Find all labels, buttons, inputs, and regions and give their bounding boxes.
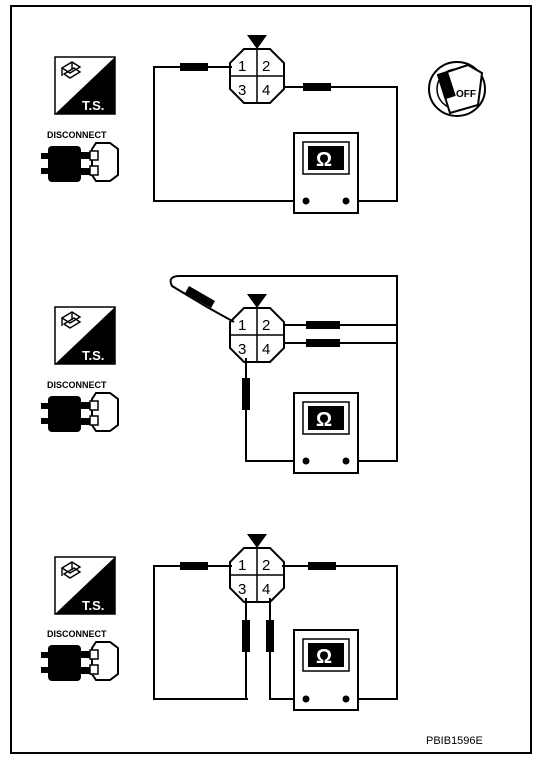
pin-4-label: 4 <box>262 581 270 598</box>
ts-label: T.S. <box>82 598 104 613</box>
connector: 1 2 3 4 <box>229 35 285 104</box>
figure-code: PBIB1596E <box>426 735 483 747</box>
step-2: T.S. DISCONNECT 1 2 3 4 <box>41 275 398 474</box>
pin-1-label: 1 <box>238 557 246 574</box>
disconnect-label: DISCONNECT <box>47 130 107 140</box>
ohm-symbol: Ω <box>316 149 332 171</box>
ts-icon: T.S. <box>54 56 116 115</box>
probe <box>266 620 274 652</box>
pin-3-label: 3 <box>238 581 246 598</box>
wire-meter-to-jumper <box>348 343 398 462</box>
connector: 1 2 3 4 <box>229 534 285 603</box>
probe <box>306 339 340 347</box>
probe <box>242 378 250 410</box>
key-off-label: OFF <box>456 89 476 100</box>
ohmmeter: Ω <box>293 392 359 474</box>
ohmmeter: Ω <box>293 629 359 711</box>
disconnect-label: DISCONNECT <box>47 629 107 639</box>
probe <box>242 620 250 652</box>
connector: 1 2 3 4 <box>229 294 285 363</box>
ohm-symbol: Ω <box>316 409 332 431</box>
pin-2-label: 2 <box>262 317 270 334</box>
probe <box>180 63 208 71</box>
pin-1-label: 1 <box>238 58 246 75</box>
ts-label: T.S. <box>82 98 104 113</box>
probe <box>185 286 215 308</box>
disconnect-label: DISCONNECT <box>47 380 107 390</box>
ts-label: T.S. <box>82 348 104 363</box>
pin-2-label: 2 <box>262 58 270 75</box>
disconnect-icon <box>41 142 119 182</box>
pin-3-label: 3 <box>238 82 246 99</box>
ts-icon: T.S. <box>54 306 116 365</box>
pin-4-label: 4 <box>262 82 270 99</box>
step-1: T.S. DISCONNECT OFF 1 <box>41 35 486 214</box>
step-3: T.S. DISCONNECT 1 2 3 4 <box>41 534 398 711</box>
ts-icon: T.S. <box>54 556 116 615</box>
pin-1-label: 1 <box>238 317 246 334</box>
wire-pin4-to-meter <box>283 86 398 202</box>
ohmmeter: Ω <box>293 132 359 214</box>
wire-pin2-to-meter <box>282 565 398 700</box>
ignition-key-off-icon: OFF <box>428 61 486 117</box>
disconnect-icon <box>41 392 119 432</box>
probe <box>306 321 340 329</box>
jumper-wire <box>169 275 398 326</box>
pin-2-label: 2 <box>262 557 270 574</box>
pin-3-label: 3 <box>238 341 246 358</box>
probe <box>308 562 336 570</box>
figure-border <box>10 5 532 754</box>
probe <box>180 562 208 570</box>
pin-4-label: 4 <box>262 341 270 358</box>
ohm-symbol: Ω <box>316 646 332 668</box>
probe <box>303 83 331 91</box>
disconnect-icon <box>41 641 119 681</box>
